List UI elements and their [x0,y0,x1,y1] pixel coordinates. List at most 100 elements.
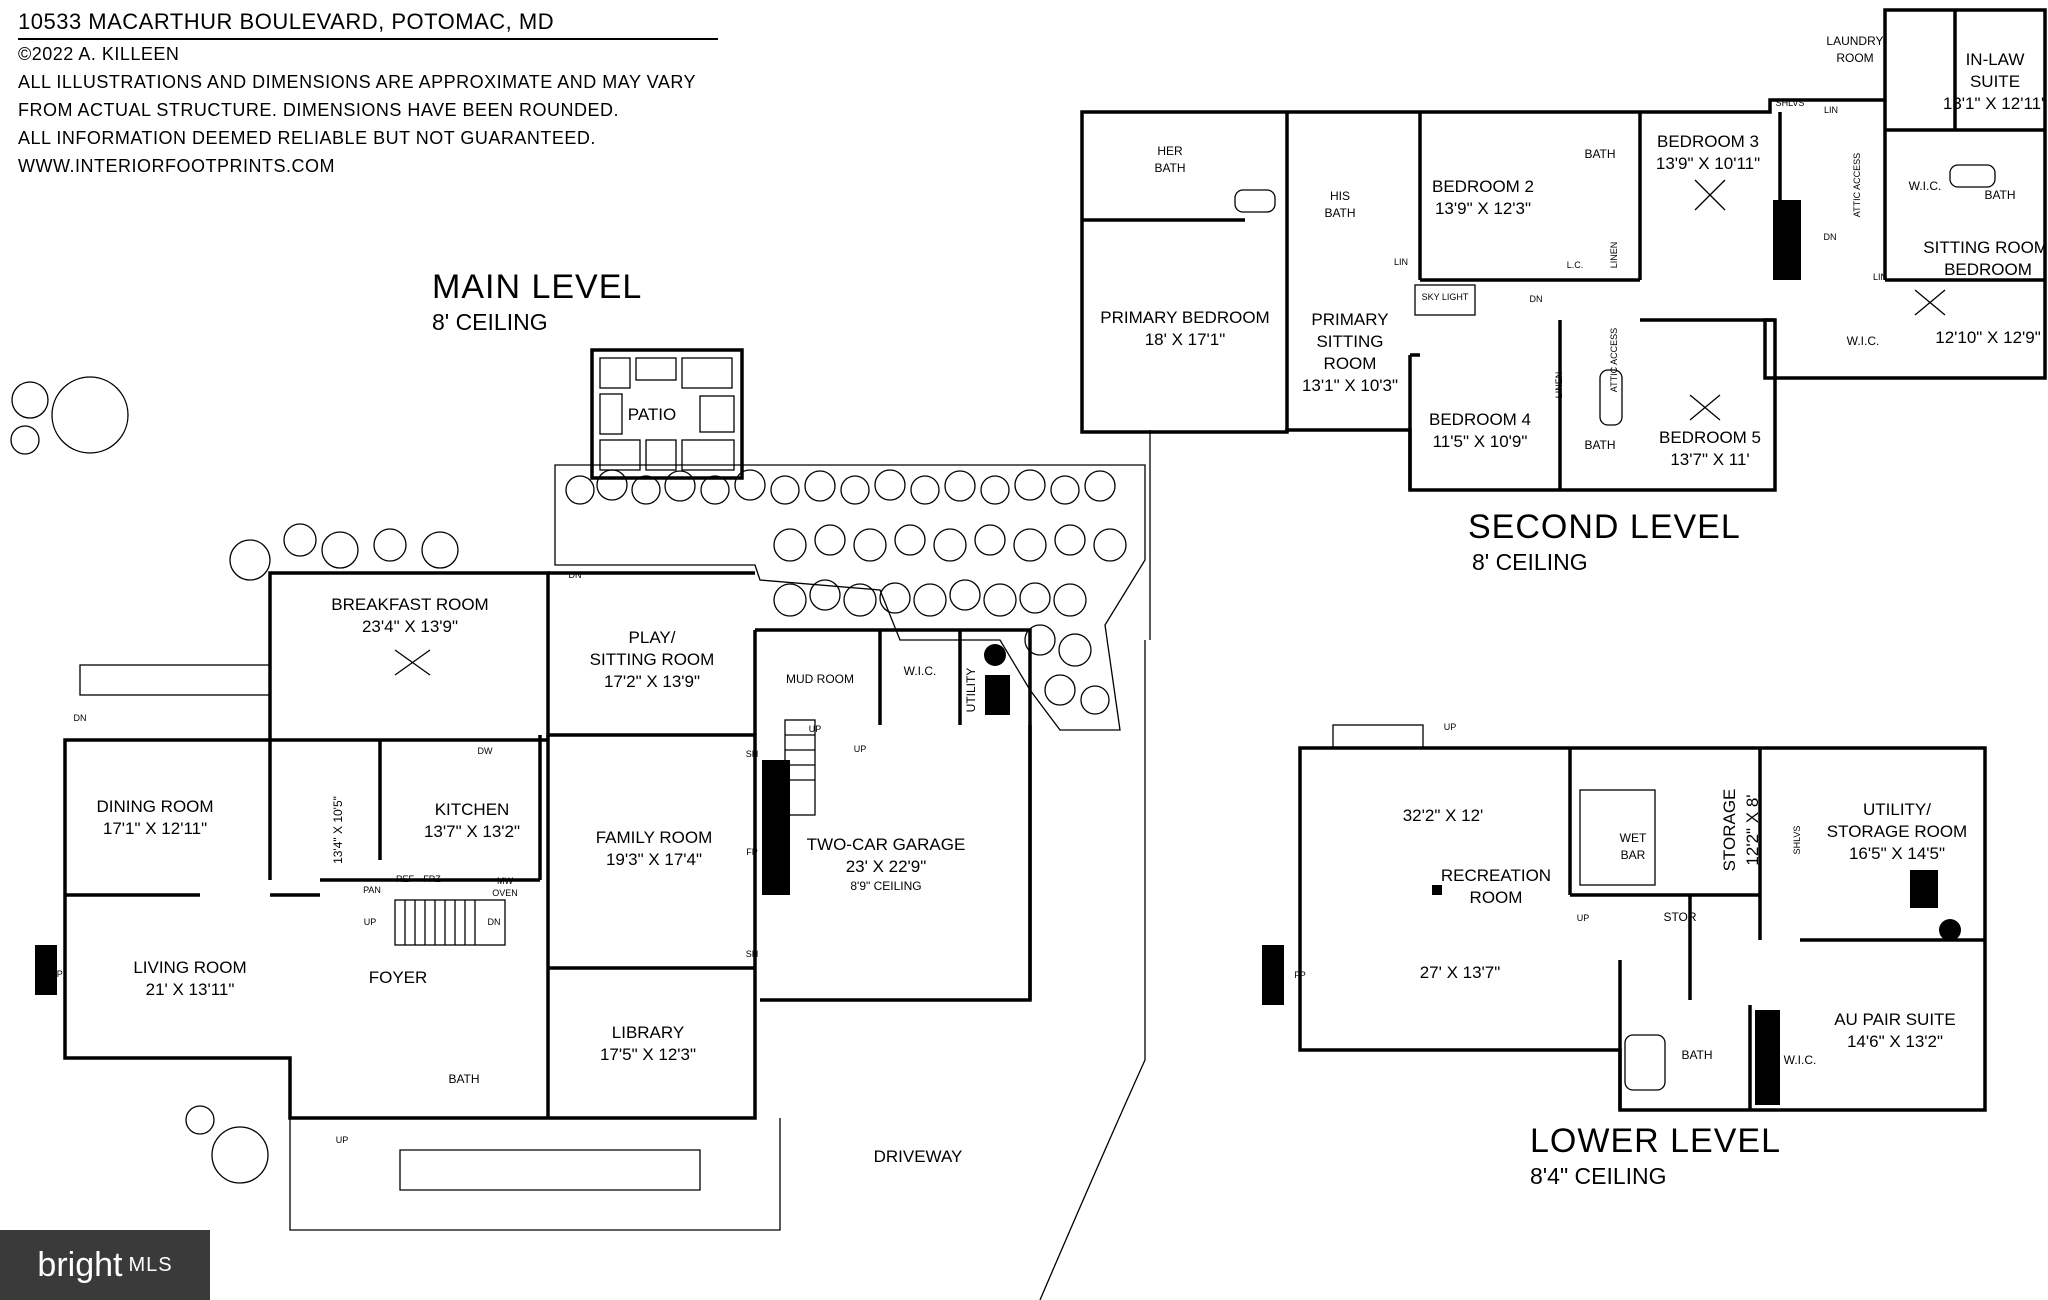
sitting-room-label: SITTING ROOM/ [1923,238,2048,257]
her-tub [1234,189,1276,213]
primary-sitting-label: PRIMARY [1311,310,1388,329]
bedroom3-label: BEDROOM 3 [1657,132,1759,151]
bright-mls-badge: bright MLS [0,1230,210,1300]
badge-brand: bright [37,1245,123,1284]
second-level-title: SECOND LEVEL [1468,508,1741,546]
rec-room-dim: 27' X 13'7" [1420,963,1501,982]
laundry-label: LAUNDRY [1826,34,1883,48]
lower-fp-label: FP [1294,970,1306,980]
sitting-wic-label: W.I.C. [1847,334,1880,348]
family-fp-label: FP [746,847,758,857]
second-shlvs-label: SHLVS [1776,98,1805,108]
main-house-outline [63,571,757,1120]
inlaw-tub [1949,164,1996,188]
bedroom4-dim: 11'5" X 10'9" [1433,432,1528,451]
inlaw-dim: 13'1" X 12'11" [1943,94,2047,113]
frz-label: FRZ [423,874,441,884]
main-level-heading: MAIN LEVEL 8' CEILING [432,268,642,336]
lower-fireplace [1262,945,1284,1005]
his-bath-label-2: BATH [1324,206,1355,220]
linen-label-2: LINEN [1554,372,1564,399]
lower-level-plan: 32'2" X 12' RECREATION ROOM 27' X 13'7" … [1262,722,1987,1112]
dining-deck [79,664,271,696]
front-walk [289,1118,781,1231]
lower-deck-stairs [1332,724,1424,749]
pan-label: PAN [363,885,381,895]
main-level-title: MAIN LEVEL [432,268,643,306]
lower-shlvs-label: SHLVS [1792,826,1802,855]
breakfast-ceiling-fan [394,649,431,676]
play-room-label: PLAY/ [629,628,676,647]
breakfast-room-dim: 23'4" X 13'9" [362,617,458,636]
utility-equipment [985,675,1010,715]
family-room-label: FAMILY ROOM [596,828,713,847]
play-room-dim: 17'2" X 13'9" [604,672,700,691]
lower-chimney [1755,1010,1780,1105]
landscape-trees [10,376,459,1184]
lower-level-heading: LOWER LEVEL 8'4" CEILING [1530,1122,1781,1190]
kitchen-label: KITCHEN [435,800,510,819]
his-bath-label: HIS [1330,189,1350,203]
lower-bath-label: BATH [1681,1048,1712,1062]
bedroom5-dim: 13'7" X 11' [1670,450,1749,469]
address-title: 10533 MACARTHUR BOULEVARD, POTOMAC, MD [18,8,718,40]
mud-up-label: UP [809,724,822,734]
patio-dn-label: DN [569,570,582,580]
inlaw-wic-label: W.I.C. [1909,179,1942,193]
main-stairs [394,719,816,946]
hall-dim: 13'4" X 10'5" [331,796,345,864]
skylight-label: SKY LIGHT [1422,292,1469,302]
primary-sitting-label-2: SITTING [1316,332,1383,351]
dining-room-dim: 17'1" X 12'11" [103,819,207,838]
sitting-room-label-2: BEDROOM [1944,260,2032,279]
second-bath-label: BATH [1584,147,1615,161]
garage-label: TWO-CAR GARAGE [807,835,966,854]
disclaimer-line-1: ALL ILLUSTRATIONS AND DIMENSIONS ARE APP… [18,72,697,92]
bedroom4-label: BEDROOM 4 [1429,410,1531,429]
lower-tub [1624,1034,1666,1091]
water-heater [984,644,1006,666]
play-room-label-2: SITTING ROOM [590,650,715,669]
lower-up-label: UP [1577,913,1590,923]
sh-label-1: SH [746,749,759,759]
attic-label-1: ATTIC ACCESS [1852,153,1862,217]
main-level-ceiling: 8' CEILING [432,309,548,335]
lin-label-2: LIN [1394,257,1408,267]
primary-bedroom-dim: 18' X 17'1" [1145,330,1226,349]
breakfast-room-label: BREAKFAST ROOM [331,595,488,614]
lower-wic-label: W.I.C. [1784,1053,1817,1067]
support-post [1432,885,1442,895]
ref-label: REF [396,874,415,884]
linen-label-1: LINEN [1609,242,1619,269]
lower-level-outline [1298,746,1987,1112]
rec-room-label-2: ROOM [1470,888,1523,907]
her-bath-label-2: BATH [1154,161,1185,175]
bed5-bath-label: BATH [1584,438,1615,452]
inlaw-bath-label: BATH [1984,188,2015,202]
plan-header: 10533 MACARTHUR BOULEVARD, POTOMAC, MD ©… [18,8,718,180]
main-utility-label: UTILITY [964,668,978,713]
utility-storage-label-2: STORAGE ROOM [1827,822,1967,841]
website-line: WWW.INTERIORFOOTPRINTS.COM [18,156,335,176]
family-fireplace [762,760,790,895]
primary-sitting-dim: 13'1" X 10'3" [1302,376,1398,395]
bed5-tub [1599,369,1623,426]
rec-top-dim: 32'2" X 12' [1403,806,1484,825]
walk-up-label: UP [336,1135,349,1145]
second-level-plan: LAUNDRY ROOM IN-LAW SUITE 13'1" X 12'11"… [1080,8,2048,492]
primary-bedroom-label: PRIMARY BEDROOM [1100,308,1269,327]
second-level-ceiling: 8' CEILING [1472,549,1588,575]
main-up-label: UP [364,917,377,927]
kitchen-dim: 13'7" X 13'2" [424,822,520,841]
bedroom5-label: BEDROOM 5 [1659,428,1761,447]
lc-label: L.C. [1567,260,1584,270]
stor-label: STOR [1663,910,1696,924]
garage-up-label: UP [854,744,867,754]
main-bath-label: BATH [448,1072,479,1086]
sitting-room-dim: 12'10" X 12'9" [1935,328,2041,347]
bedroom3-dim: 13'9" X 10'11" [1656,154,1760,173]
dining-room-label: DINING ROOM [96,797,213,816]
storage-label: STORAGE [1720,789,1739,872]
second-dn-label: DN [1530,294,1543,304]
